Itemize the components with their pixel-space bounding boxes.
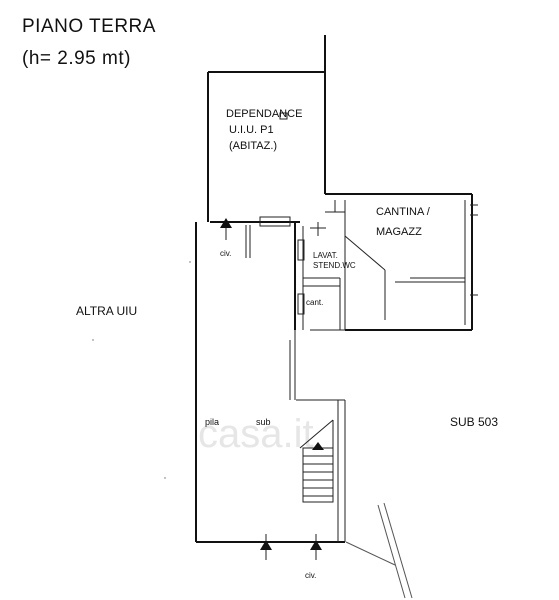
plan-height: (h= 2.95 mt) (22, 48, 131, 69)
room-label-abitaz: (ABITAZ.) (229, 140, 277, 152)
label-civ-top: civ. (220, 249, 231, 258)
room-label-uiu: U.I.U. P1 (229, 124, 274, 136)
label-sub-503: SUB 503 (450, 415, 498, 429)
label-sub: sub (256, 417, 271, 427)
room-label-magazz: MAGAZZ (376, 226, 422, 238)
entry-arrows (220, 218, 322, 560)
label-pila: pila (205, 417, 219, 427)
room-label-dependance: DEPENDANCE (226, 108, 302, 120)
corridor-walls (195, 222, 346, 543)
room-label-cantina: CANTINA / (376, 206, 431, 218)
external-steps (345, 502, 413, 599)
lavat-walls (259, 112, 341, 330)
label-altra-uiu: ALTRA UIU (76, 304, 137, 318)
room-label-lavat: LAVAT. (313, 251, 338, 260)
label-civ-bottom: civ. (305, 571, 316, 580)
entry-arrow-icon (220, 218, 232, 228)
room-label-cant: cant. (306, 298, 323, 307)
cantina-walls (310, 194, 478, 331)
plan-title: PIANO TERRA (22, 16, 156, 37)
staircase (299, 419, 334, 503)
watermark-text: casa.it (198, 412, 314, 456)
dependance-fixture (279, 112, 288, 120)
entry-arrow-icon (310, 540, 322, 550)
room-label-stend: STEND.WC (313, 261, 356, 270)
entry-arrow-icon (260, 540, 272, 550)
dependance-walls (207, 35, 472, 223)
